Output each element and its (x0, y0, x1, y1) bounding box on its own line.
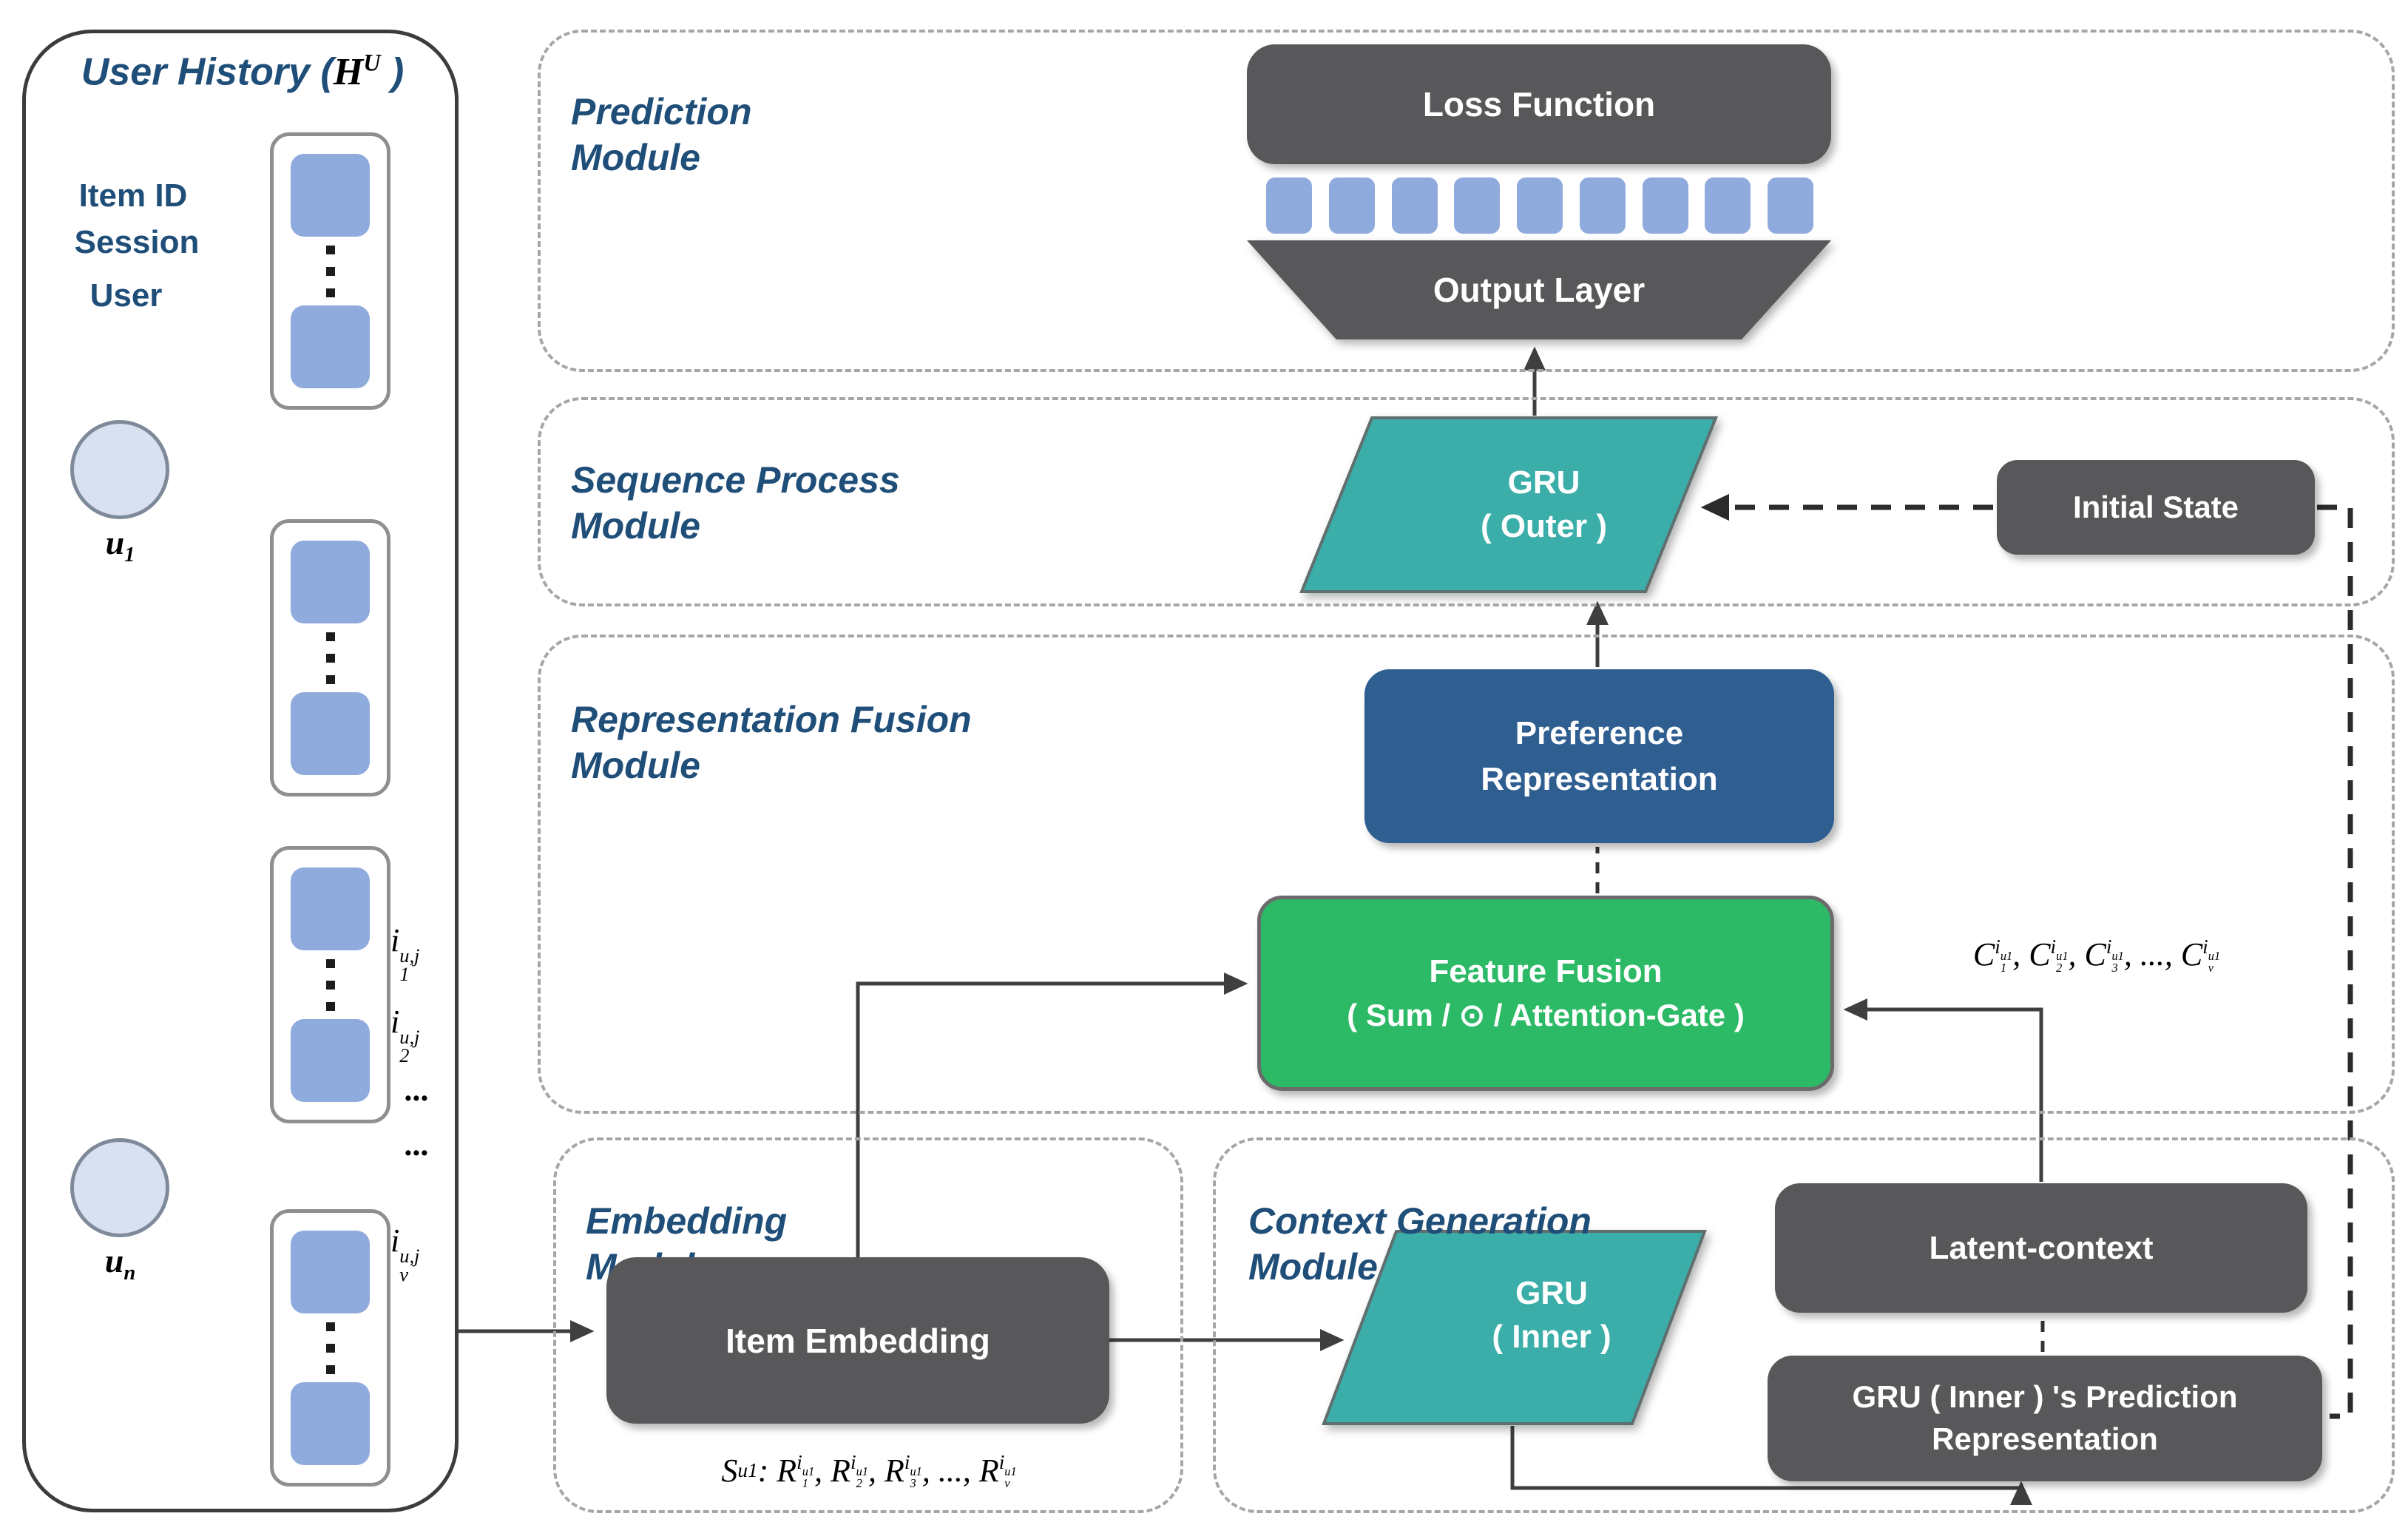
item-square (291, 692, 370, 775)
user-node-u1-label: u1 (105, 524, 135, 567)
user-history-title: User History (HU ) (81, 50, 405, 94)
output-vector-square (1517, 177, 1563, 234)
item-square (291, 1231, 370, 1313)
user-history-panel: User History (HU ) Item ID Session User … (22, 30, 459, 1512)
loss-function-box: Loss Function (1247, 44, 1831, 164)
item-square (291, 541, 370, 623)
ellipsis-dots (325, 1322, 335, 1374)
item-square (291, 1382, 370, 1465)
ellipsis-dots (325, 632, 335, 684)
gru-outer-shape (1299, 416, 1718, 593)
output-vector-squares (1266, 177, 1813, 234)
user-label: User (89, 277, 163, 314)
output-vector-square (1642, 177, 1688, 234)
user-node-un (70, 1138, 169, 1237)
sequence-module-box (538, 397, 2395, 606)
output-vector-square (1454, 177, 1501, 234)
initial-state-box: Initial State (1997, 460, 2315, 555)
output-layer-shape (1247, 240, 1831, 339)
item-square (291, 867, 370, 950)
arrow-latent-to-fusion (1843, 998, 2043, 1182)
user-node-un-label: un (104, 1242, 136, 1285)
item-label-ellipsis-2: ... (405, 1126, 430, 1163)
user-node-u1 (70, 420, 169, 519)
session-label: Session (74, 224, 200, 260)
item-square (291, 305, 370, 388)
gru-inner-label: GRU( Inner ) (1492, 1274, 1611, 1355)
output-vector-square (1579, 177, 1626, 234)
latent-context-box: Latent-context (1775, 1183, 2307, 1313)
output-vector-square (1768, 177, 1813, 234)
session-group-3 (270, 846, 390, 1123)
session-group-1 (270, 132, 390, 410)
item-embedding-box: Item Embedding (606, 1257, 1109, 1424)
session-group-2 (270, 519, 390, 796)
gru-outer-label: GRU( Outer ) (1480, 464, 1608, 544)
output-vector-square (1391, 177, 1438, 234)
ellipsis-dots (325, 958, 335, 1011)
item-square (291, 1019, 370, 1102)
feature-fusion-box: Feature Fusion ( Sum / ⊙ / Attention-Gat… (1257, 896, 1834, 1091)
arrow-gru-inner-to-pred-rep (1510, 1426, 2032, 1506)
item-id-label: Item ID (78, 177, 188, 214)
prediction-module-box (538, 30, 2395, 372)
gru-inner-shape (1322, 1230, 1707, 1425)
arrow-embedding-to-fusion (856, 973, 1248, 1257)
fusion-module-box (538, 635, 2395, 1114)
output-vector-square (1328, 177, 1375, 234)
session-group-4 (270, 1209, 390, 1487)
output-layer-label: Output Layer (1433, 270, 1646, 309)
context-module-box (1213, 1137, 2395, 1513)
dashed-feedback-predrep-to-initial (2317, 504, 2353, 1419)
embedding-module-box (553, 1137, 1183, 1513)
output-vector-square (1266, 177, 1312, 234)
item-square (291, 154, 370, 237)
item-label-ellipsis-1: ... (405, 1072, 430, 1108)
output-vector-square (1705, 177, 1751, 234)
ellipsis-dots (325, 245, 335, 297)
